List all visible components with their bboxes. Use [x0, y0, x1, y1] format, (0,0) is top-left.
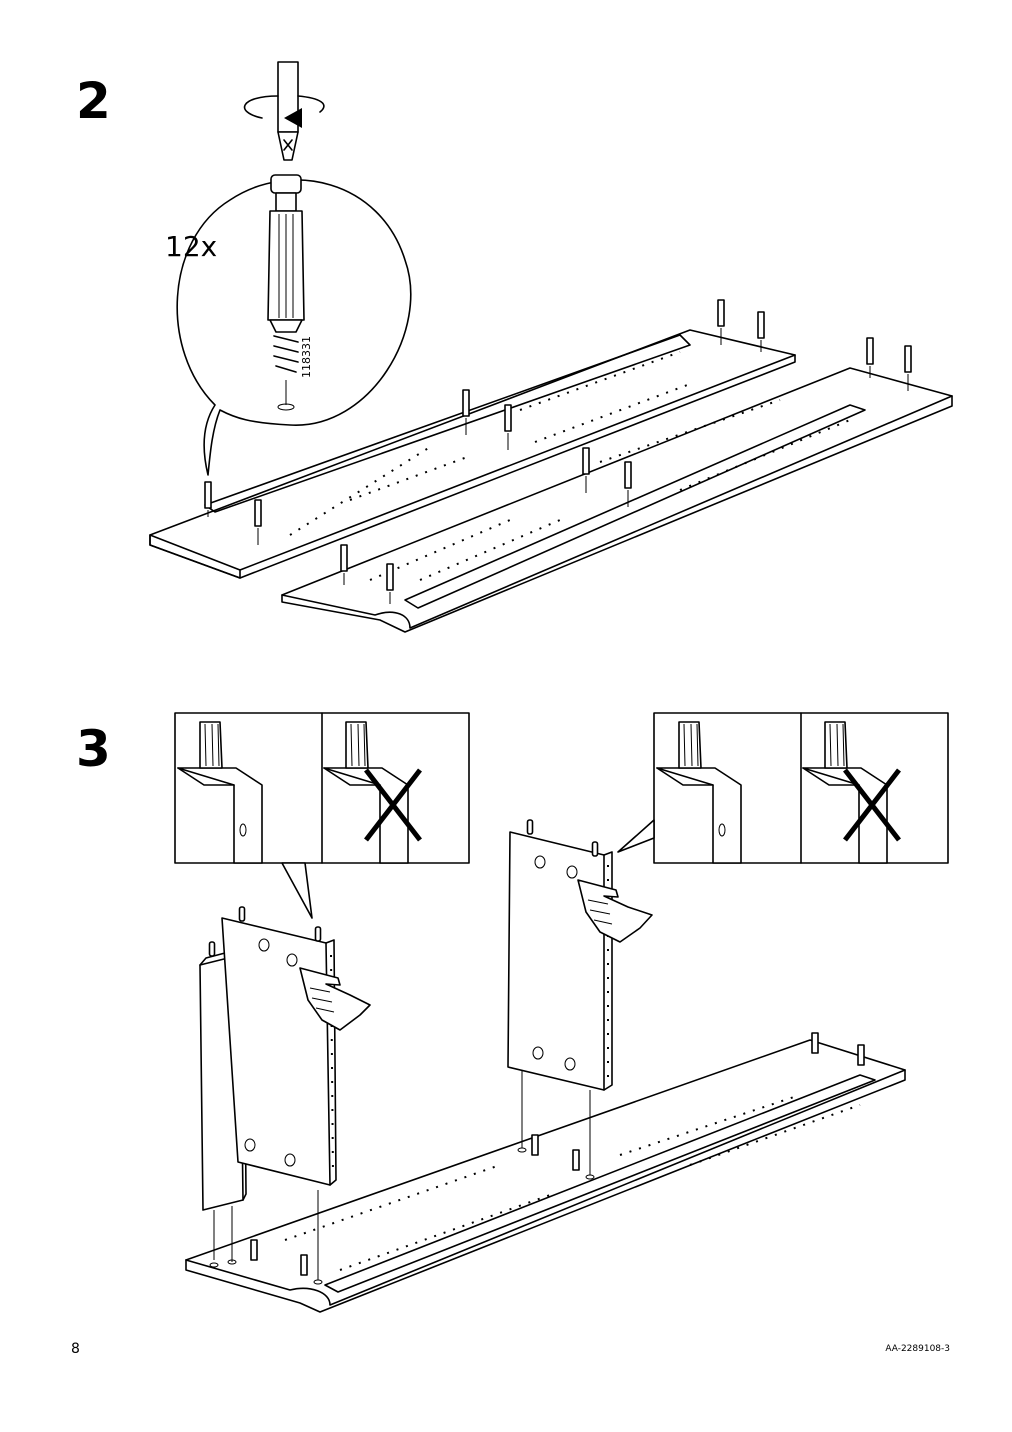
screwdriver-icon	[277, 61, 299, 161]
step-3-number: 3	[76, 720, 111, 778]
base-board	[185, 1039, 906, 1313]
rotation-arrow-icon	[243, 95, 325, 128]
document-code: AA-2289108-3	[885, 1344, 950, 1354]
board-upper	[149, 329, 796, 579]
board-lower	[281, 367, 953, 633]
side-panel-left	[221, 906, 337, 1280]
base-board-dowels	[209, 1032, 865, 1285]
detail-box-left	[174, 712, 470, 919]
wrong-x-icon	[843, 768, 901, 842]
page-number: 8	[71, 1341, 80, 1357]
callout-bubble	[176, 179, 412, 476]
board-dowels	[204, 299, 912, 604]
hand-icon	[577, 879, 653, 943]
step-2-number: 2	[76, 72, 111, 130]
cam-dowel-icon	[267, 174, 305, 411]
wrong-x-icon	[364, 768, 422, 842]
hand-icon	[299, 967, 371, 1031]
dowel-quantity-label: 12x	[165, 230, 218, 263]
side-panel-right	[507, 819, 613, 1175]
detail-box-right	[617, 712, 949, 864]
